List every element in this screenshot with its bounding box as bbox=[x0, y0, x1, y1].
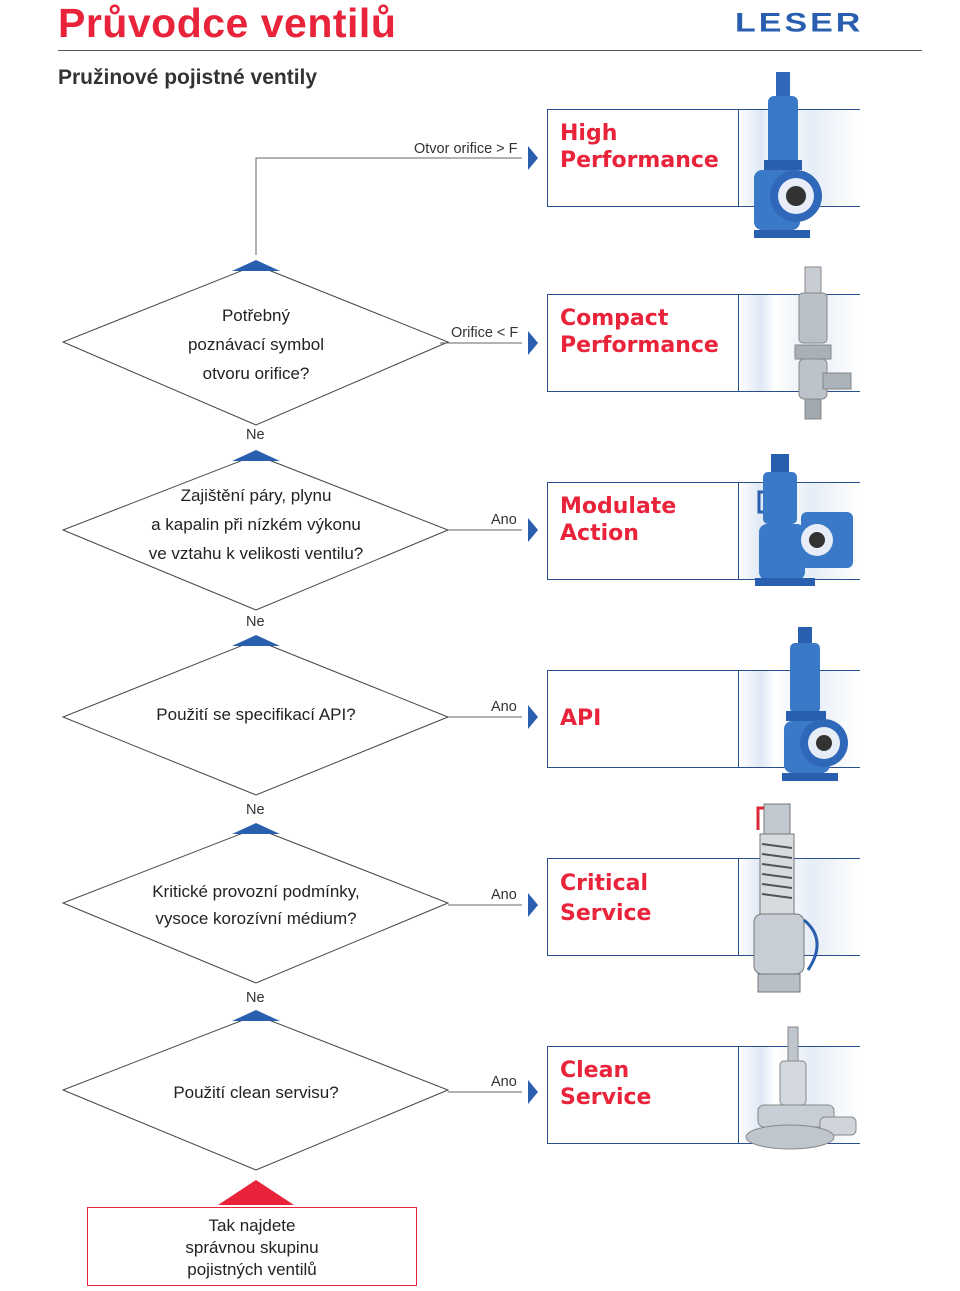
arrow-icon bbox=[528, 705, 538, 729]
arrow-icon bbox=[528, 146, 538, 170]
valve-critical-service-icon bbox=[753, 803, 819, 993]
branch-label-no: Ne bbox=[246, 990, 265, 1006]
question-line: Potřebný bbox=[221, 306, 291, 325]
marker-final bbox=[218, 1180, 294, 1205]
valve-clean-service-icon bbox=[745, 1026, 857, 1150]
result-title-line: Service bbox=[560, 1085, 652, 1110]
branch-label-yes: Ano bbox=[491, 512, 517, 528]
question-q1: Potřebný poznávací symbol otvoru orifice… bbox=[140, 301, 372, 388]
valve-modulate-action-icon bbox=[755, 454, 853, 586]
result-title: API bbox=[560, 705, 601, 732]
final-line: Tak najdete bbox=[208, 1216, 296, 1235]
result-title-line: Service bbox=[560, 901, 652, 926]
result-title: Critical Service bbox=[560, 869, 651, 929]
question-line: Zajištění páry, plynu bbox=[180, 486, 332, 505]
final-result-box: Tak najdete správnou skupinu pojistných … bbox=[87, 1207, 417, 1286]
question-line: vysoce korozívní médium? bbox=[155, 909, 357, 928]
branch-label-no: Ne bbox=[246, 614, 265, 630]
result-title-line: Critical bbox=[560, 871, 649, 896]
question-line: Kritické provozní podmínky, bbox=[152, 882, 360, 901]
result-title-line: Compact bbox=[560, 306, 669, 331]
arrow-icon bbox=[528, 331, 538, 355]
result-card-critical-service: Critical Service bbox=[547, 858, 860, 956]
question-q2: Zajištění páry, plynu a kapalin při nízk… bbox=[110, 481, 402, 568]
question-line: poznávací symbol bbox=[187, 335, 325, 354]
question-line: otvoru orifice? bbox=[202, 364, 310, 383]
result-title-line: Action bbox=[560, 521, 639, 546]
diamond-q5 bbox=[61, 1014, 450, 1171]
marker-q5 bbox=[232, 1010, 280, 1021]
question-line: Použití se specifikací API? bbox=[156, 705, 356, 724]
result-title-line: Performance bbox=[560, 148, 719, 173]
marker-q1 bbox=[232, 260, 280, 271]
question-line: a kapalin při nízkém výkonu bbox=[151, 515, 361, 534]
valve-high-performance-icon bbox=[754, 72, 822, 238]
result-title-line: Performance bbox=[560, 333, 719, 358]
final-line: správnou skupinu bbox=[185, 1238, 319, 1257]
branch-label-high: Otvor orifice > F bbox=[414, 141, 518, 157]
arrow-icon bbox=[528, 1080, 538, 1104]
result-title-line: API bbox=[560, 706, 602, 731]
question-line: Použití clean servisu? bbox=[173, 1083, 339, 1102]
branch-label-yes: Ano bbox=[491, 1074, 517, 1090]
result-title: Compact Performance bbox=[560, 305, 719, 359]
branch-label-no: Ne bbox=[246, 802, 265, 818]
result-title-line: High bbox=[560, 121, 618, 146]
page-title: Průvodce ventilů bbox=[58, 0, 397, 46]
diamond-q3 bbox=[61, 639, 450, 796]
diamond-q4 bbox=[61, 827, 450, 984]
result-title-line: Clean bbox=[560, 1058, 630, 1083]
branch-label-yes: Ano bbox=[491, 887, 517, 903]
result-title-line: Modulate bbox=[560, 494, 677, 519]
question-q3: Použití se specifikací API? bbox=[100, 704, 412, 726]
connector-q1-high bbox=[255, 157, 522, 255]
branch-label-no: Ne bbox=[246, 427, 265, 443]
valve-api-icon bbox=[782, 627, 848, 781]
page-subtitle: Pružinové pojistné ventily bbox=[58, 66, 318, 89]
result-title: Clean Service bbox=[560, 1057, 651, 1111]
branch-label-yes: Ano bbox=[491, 699, 517, 715]
diamond-q1 bbox=[61, 264, 450, 426]
result-title: Modulate Action bbox=[560, 493, 676, 547]
question-line: ve vztahu k velikosti ventilu? bbox=[148, 544, 364, 563]
question-q4: Kritické provozní podmínky, vysoce koroz… bbox=[100, 878, 412, 932]
marker-q4 bbox=[232, 823, 280, 834]
leser-logo: LESER bbox=[735, 8, 864, 38]
marker-q3 bbox=[232, 635, 280, 646]
valve-compact-performance-icon bbox=[794, 266, 852, 420]
final-line: pojistných ventilů bbox=[187, 1260, 317, 1279]
arrow-icon bbox=[528, 518, 538, 542]
diamond-q2 bbox=[61, 454, 450, 611]
arrow-icon bbox=[528, 893, 538, 917]
branch-label-compact: Orifice < F bbox=[451, 325, 519, 341]
question-q5: Použití clean servisu? bbox=[100, 1082, 412, 1104]
result-title: High Performance bbox=[560, 120, 719, 174]
header-divider bbox=[58, 50, 922, 51]
marker-q2 bbox=[232, 450, 280, 461]
